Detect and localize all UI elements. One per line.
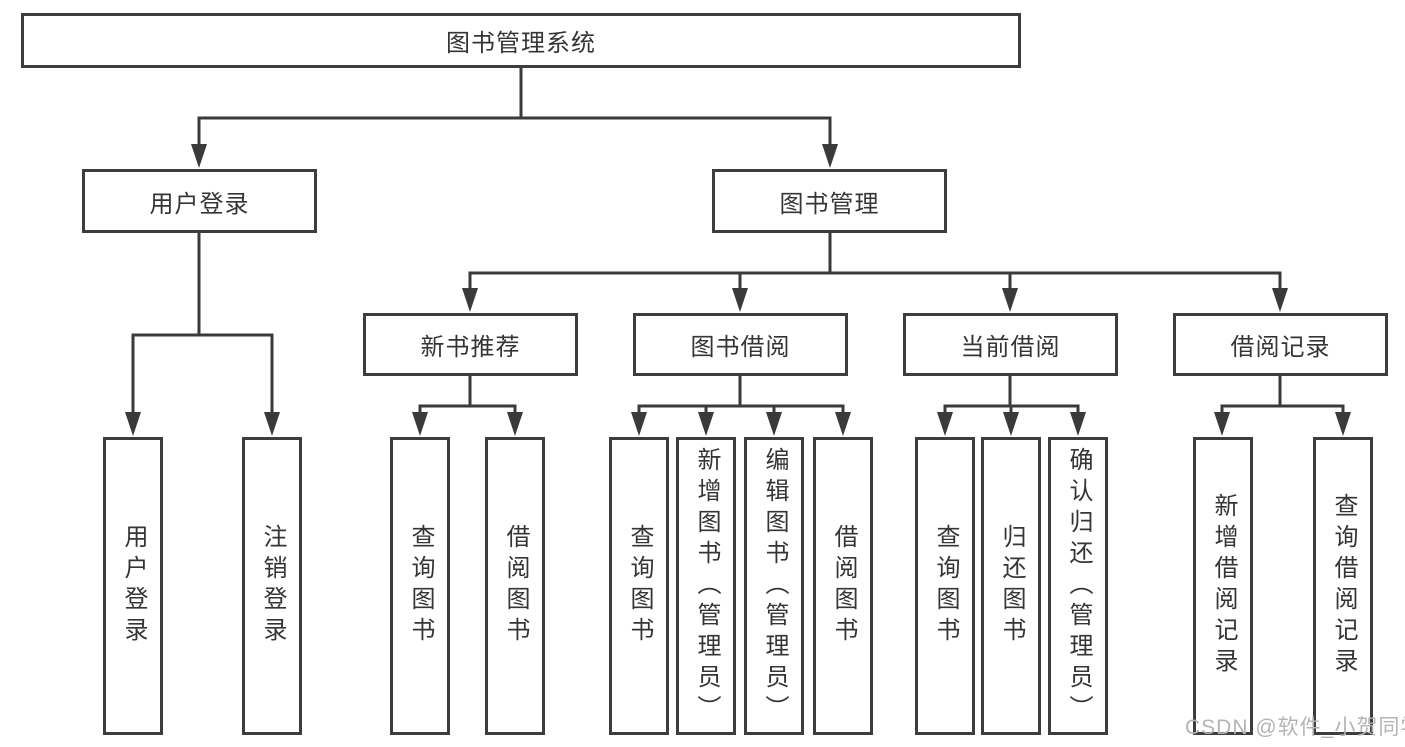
node-user-login-label: 用户登录 — [149, 190, 250, 218]
csdn-watermark: CSDN @软件_小贺同学 — [1185, 716, 1405, 739]
leaf-borrow-books-1-label: 借阅图书 — [502, 524, 529, 648]
leaf-query-books-2: 查询图书 — [609, 437, 669, 735]
leaf-user-login-label: 用户登录 — [120, 524, 147, 648]
node-book-borrow-label: 图书借阅 — [690, 334, 791, 361]
leaf-add-books-admin-label: 新增图书（管理员） — [693, 446, 720, 726]
leaf-logout-label: 注销登录 — [259, 524, 286, 648]
node-user-login: 用户登录 — [82, 169, 317, 233]
leaf-query-books-3-label: 查询图书 — [932, 524, 959, 648]
leaf-query-borrow-record-label: 查询借阅记录 — [1330, 493, 1357, 679]
leaf-query-books-1-label: 查询图书 — [407, 524, 434, 648]
leaf-return-books: 归还图书 — [981, 437, 1041, 735]
leaf-query-borrow-record: 查询借阅记录 — [1313, 437, 1373, 735]
node-new-book-recommend-label: 新书推荐 — [420, 334, 521, 361]
leaf-borrow-books-2: 借阅图书 — [813, 437, 873, 735]
arrowheads — [125, 144, 1351, 436]
leaf-confirm-return-admin: 确认归还（管理员） — [1048, 437, 1108, 735]
leaf-query-books-3: 查询图书 — [915, 437, 975, 735]
leaf-add-borrow-record-label: 新增借阅记录 — [1210, 493, 1237, 679]
leaf-logout: 注销登录 — [242, 437, 302, 735]
node-current-borrow-label: 当前借阅 — [960, 334, 1061, 361]
node-book-borrow: 图书借阅 — [633, 313, 848, 376]
leaf-add-borrow-record: 新增借阅记录 — [1193, 437, 1253, 735]
node-borrow-records-label: 借阅记录 — [1230, 334, 1331, 361]
leaf-return-books-label: 归还图书 — [998, 524, 1025, 648]
leaf-edit-books-admin: 编辑图书（管理员） — [744, 437, 804, 735]
node-root: 图书管理系统 — [21, 13, 1021, 68]
leaf-borrow-books-1: 借阅图书 — [485, 437, 545, 735]
leaf-confirm-return-admin-label: 确认归还（管理员） — [1065, 446, 1092, 726]
leaf-borrow-books-2-label: 借阅图书 — [830, 524, 857, 648]
leaf-query-books-1: 查询图书 — [390, 437, 450, 735]
leaf-add-books-admin: 新增图书（管理员） — [676, 437, 736, 735]
node-book-management-label: 图书管理 — [779, 190, 880, 218]
node-book-management: 图书管理 — [712, 169, 947, 233]
leaf-user-login: 用户登录 — [103, 437, 163, 735]
leaf-query-books-2-label: 查询图书 — [626, 524, 653, 648]
node-current-borrow: 当前借阅 — [903, 313, 1118, 376]
node-root-label: 图书管理系统 — [446, 30, 596, 57]
leaf-edit-books-admin-label: 编辑图书（管理员） — [761, 446, 788, 726]
node-borrow-records: 借阅记录 — [1173, 313, 1388, 376]
node-new-book-recommend: 新书推荐 — [363, 313, 578, 376]
